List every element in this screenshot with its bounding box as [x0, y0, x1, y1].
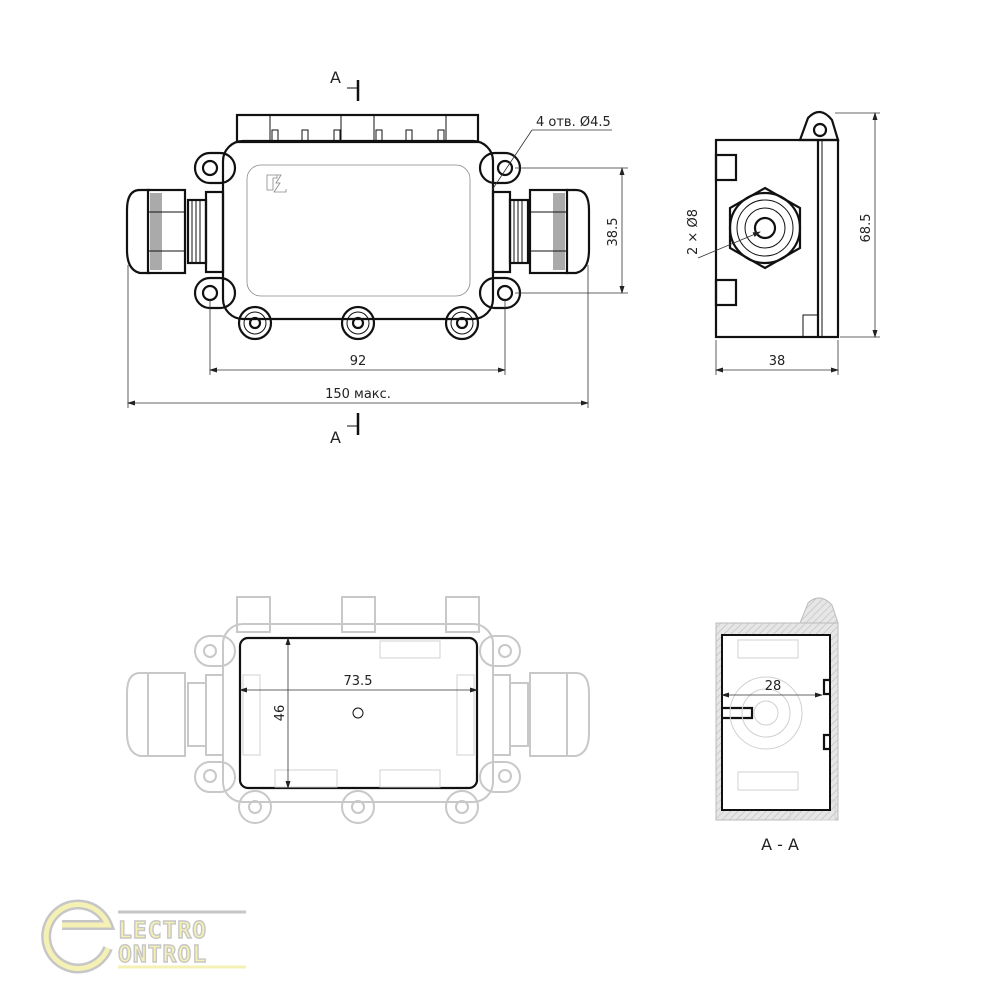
side-height-label: 68.5: [859, 214, 874, 243]
section-depth-label: 28: [765, 679, 782, 694]
inner-cavity: [238, 636, 479, 790]
height-dim-label: 38.5: [606, 218, 621, 247]
overall-width-label: 150 макс.: [325, 387, 391, 402]
top-tabs: [235, 113, 480, 144]
mount-width-dimension: 92: [209, 300, 506, 375]
enclosure-body: [221, 139, 495, 321]
inner-height-dimension: 46: [273, 637, 291, 789]
gland-dim-label: 2 × Ø8: [686, 209, 701, 255]
section-mark-label: A: [330, 428, 341, 447]
inner-width-label: 73.5: [344, 674, 373, 689]
height-dimension: 38.5: [515, 167, 628, 294]
brand-mark-icon: [266, 174, 287, 193]
depth-label: 38: [769, 354, 786, 369]
overall-width-dimension: 150 макс.: [127, 265, 589, 408]
holes-callout: 4 отв. Ø4.5: [536, 115, 611, 130]
inner-height-label: 46: [273, 705, 288, 722]
section-view: 28 A - A: [715, 597, 839, 854]
holes-leader: 4 отв. Ø4.5: [491, 115, 612, 191]
logo-line1: LECTRO: [118, 918, 207, 944]
left-cable-gland: [125, 188, 225, 275]
mounting-lugs: [193, 151, 522, 310]
gland-end-view: [728, 186, 802, 270]
section-mark-label: A: [330, 68, 341, 87]
bottom-bosses: [237, 305, 480, 341]
depth-dimension: 38: [715, 340, 839, 375]
side-height-dimension: 68.5: [835, 112, 880, 338]
inner-view: 73.5 46: [126, 596, 590, 824]
section-mark-top: A: [330, 68, 360, 101]
section-depth-dimension: 28: [721, 679, 823, 698]
mount-width-label: 92: [350, 354, 367, 369]
top-view: A A 4 отв. Ø4.5 38.5 92: [125, 68, 628, 447]
electrocontrol-logo: LECTRO ONTROL: [41, 899, 246, 974]
right-cable-gland: [491, 188, 591, 275]
lid-panel: [246, 164, 471, 297]
section-mark-bottom: A: [330, 413, 360, 447]
center-hole: [352, 707, 364, 719]
logo-line2: ONTROL: [118, 942, 207, 968]
section-title: A - A: [761, 835, 799, 854]
inner-width-dimension: 73.5: [239, 674, 478, 693]
side-view: 2 × Ø8 68.5 38: [686, 110, 880, 375]
gland-diameter-leader: 2 × Ø8: [686, 209, 761, 259]
